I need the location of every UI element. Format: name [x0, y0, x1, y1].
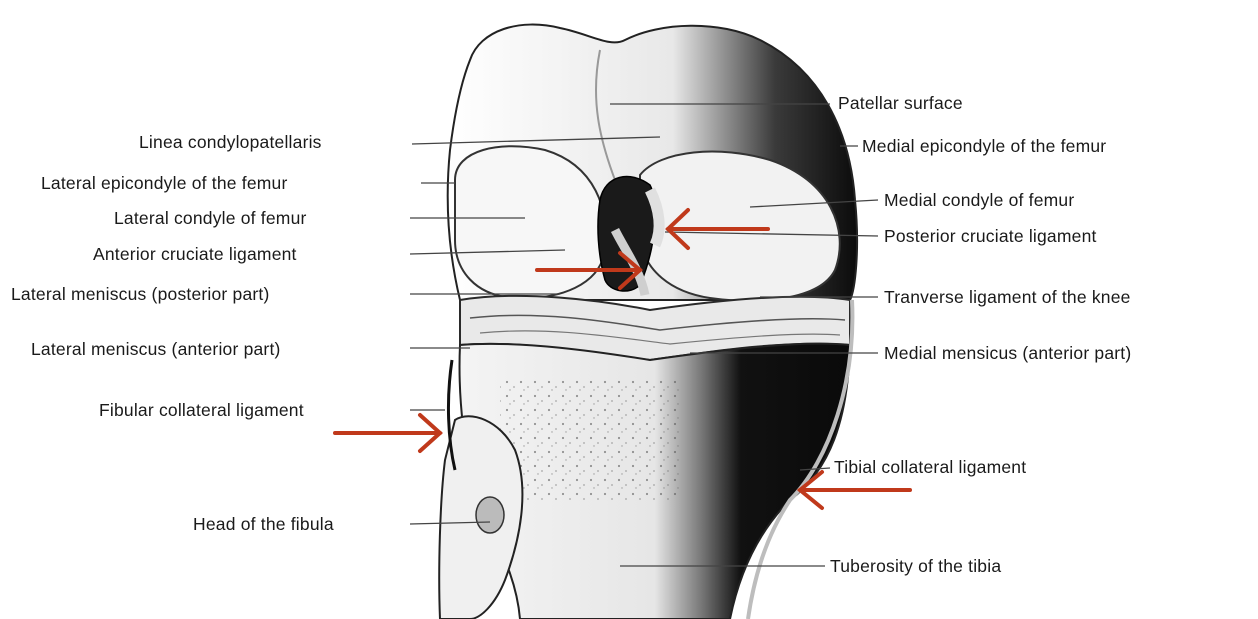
label-posterior-cruciate-ligament: Posterior cruciate ligament — [884, 228, 1097, 246]
arrow-tibial-collateral — [800, 472, 910, 508]
label-tuberosity-tibia: Tuberosity of the tibia — [830, 558, 1001, 576]
label-medial-meniscus-anterior: Medial mensicus (anterior part) — [884, 345, 1131, 363]
label-anterior-cruciate-ligament: Anterior cruciate ligament — [93, 246, 297, 264]
tibia-stipple — [500, 380, 680, 500]
fibula-head — [476, 497, 504, 533]
label-tibial-collateral-ligament: Tibial collateral ligament — [834, 459, 1026, 477]
label-lateral-meniscus-anterior: Lateral meniscus (anterior part) — [31, 341, 281, 359]
label-head-of-fibula: Head of the fibula — [193, 516, 334, 534]
label-lateral-condyle-femur: Lateral condyle of femur — [114, 210, 307, 228]
label-linea-condylopatellaris: Linea condylopatellaris — [139, 134, 322, 152]
label-lateral-epicondyle-femur: Lateral epicondyle of the femur — [41, 175, 287, 193]
label-fibular-collateral-ligament: Fibular collateral ligament — [99, 402, 304, 420]
label-transverse-ligament-knee: Tranverse ligament of the knee — [884, 289, 1131, 307]
label-lateral-meniscus-posterior: Lateral meniscus (posterior part) — [11, 286, 270, 304]
arrow-fibular-collateral — [335, 415, 440, 451]
label-patellar-surface: Patellar surface — [838, 95, 963, 113]
label-medial-condyle-femur: Medial condyle of femur — [884, 192, 1074, 210]
label-medial-epicondyle-femur: Medial epicondyle of the femur — [862, 138, 1106, 156]
